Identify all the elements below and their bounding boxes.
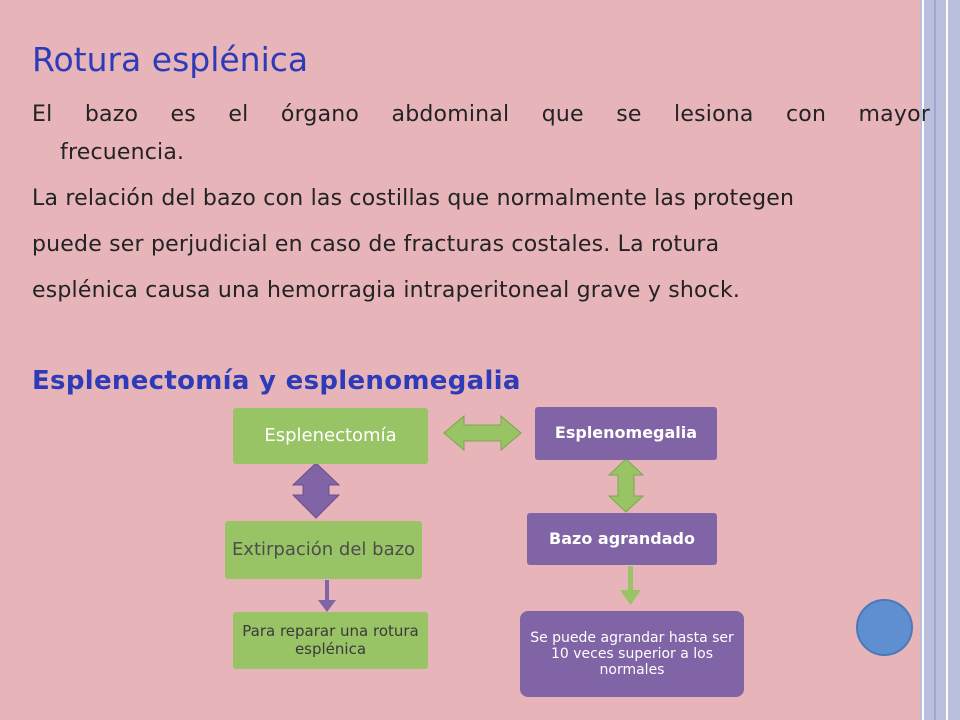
- double-arrow-vertical-left: [291, 462, 341, 519]
- paragraph-1-line-2: frecuencia.: [60, 140, 185, 165]
- double-arrow-vertical-right: [607, 458, 645, 513]
- node-esplenectomia: Esplenectomía: [233, 408, 428, 464]
- side-decoration-line: [934, 0, 936, 720]
- down-arrow-left-shaft: [325, 580, 329, 602]
- down-arrow-left-head: [318, 600, 336, 612]
- paragraph-2-line-1: La relación del bazo con las costillas q…: [32, 186, 795, 211]
- node-esplenomegalia: Esplenomegalia: [535, 407, 717, 460]
- node-extirpacion-bazo: Extirpación del bazo: [225, 521, 422, 579]
- slide-background: [0, 0, 920, 720]
- paragraph-2-line-3: esplénica causa una hemorragia intraperi…: [32, 278, 741, 303]
- decorative-circle: [856, 599, 913, 656]
- node-bazo-agrandado: Bazo agrandado: [527, 513, 717, 565]
- side-decoration-line: [946, 0, 948, 720]
- paragraph-2-line-2: puede ser perjudicial en caso de fractur…: [32, 232, 720, 257]
- double-arrow-horizontal: [443, 414, 522, 452]
- side-decoration-strip: [920, 0, 960, 720]
- node-agrandar-10-veces: Se puede agrandar hasta ser 10 veces sup…: [520, 611, 744, 697]
- paragraph-1-line-1: El bazo es el órgano abdominal que se le…: [32, 102, 930, 127]
- slide-title: Rotura esplénica: [32, 40, 309, 79]
- section-subtitle: Esplenectomía y esplenomegalia: [32, 366, 521, 396]
- down-arrow-right-head: [620, 590, 641, 605]
- down-arrow-right-shaft: [628, 566, 633, 592]
- node-reparar-rotura: Para reparar una rotura esplénica: [233, 612, 428, 669]
- side-decoration-line: [922, 0, 924, 720]
